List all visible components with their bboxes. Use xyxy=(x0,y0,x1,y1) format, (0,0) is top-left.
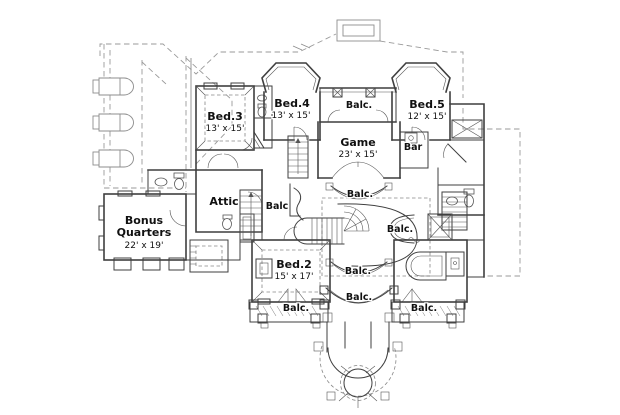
room-label-bed3: Bed.3 xyxy=(207,110,243,123)
room-dims-bonus: 22' x 19' xyxy=(125,241,164,251)
sink-fixture xyxy=(446,196,458,206)
balcony-bed2 xyxy=(248,299,330,329)
attic-staircase xyxy=(185,153,263,261)
sink-fixture xyxy=(154,177,168,187)
turret-stair-tower xyxy=(313,321,403,408)
room-label-game: Game xyxy=(340,136,375,149)
room-label-bonus-line2: Quarters xyxy=(117,226,172,239)
master-bathroom xyxy=(393,237,485,303)
balcony-label-stair-right: Balc. xyxy=(387,224,413,235)
balcony-bath xyxy=(390,299,466,329)
hall-bathroom xyxy=(222,213,255,243)
right-staircase xyxy=(441,191,468,231)
room-bonus-quarters xyxy=(98,190,187,271)
balcony-label-stair-bottom: Balc. xyxy=(345,266,371,277)
balcony-label-upper-terrace: Balc. xyxy=(346,100,372,111)
room-label-bar: Bar xyxy=(404,142,423,153)
room-attic xyxy=(147,149,263,233)
room-bed5 xyxy=(391,62,451,141)
room-bar xyxy=(399,131,429,169)
room-label-bonus-line1: Bonus xyxy=(125,214,164,227)
room-label-attic: Attic xyxy=(209,195,238,208)
roofline-break-mark xyxy=(292,43,311,51)
chimney-top xyxy=(336,19,381,42)
room-dims-bed4: 13' x 15' xyxy=(272,111,311,121)
fireplace xyxy=(255,258,273,279)
room-dims-bed3: 13' x 15' xyxy=(206,124,245,134)
balcony-label-bed2: Balc. xyxy=(283,303,309,314)
lower-porch-roof xyxy=(189,239,229,273)
room-dims-bed5: 12' x 15' xyxy=(408,112,447,122)
bathroom-upper-left xyxy=(253,85,273,149)
balcony-label-center-bow: Balc. xyxy=(346,292,372,303)
grand-staircase xyxy=(289,182,431,277)
toilet-fixture xyxy=(222,218,232,230)
room-label-bed5: Bed.5 xyxy=(409,98,445,111)
sink-fixture xyxy=(257,94,267,102)
balcony-label-stair-top: Balc. xyxy=(347,189,373,200)
toilet-fixture xyxy=(174,178,184,190)
balcony-upper-terrace xyxy=(319,87,397,123)
balcony-label-stair-left: Balc xyxy=(266,201,289,212)
room-dims-bed2: 15' x 17' xyxy=(275,272,314,282)
room-label-bed2: Bed.2 xyxy=(276,258,312,271)
turret-center-circle xyxy=(343,368,373,398)
bathtub-fixture xyxy=(405,251,447,281)
room-dims-game: 23' x 15' xyxy=(339,150,378,160)
left-dormers xyxy=(92,77,134,168)
balcony-label-bath: Balc. xyxy=(411,303,437,314)
back-staircase xyxy=(287,135,309,179)
room-label-bed4: Bed.4 xyxy=(274,97,310,110)
labels: Bed.3 13' x 15' Bed.4 13' x 15' Balc. Be… xyxy=(115,96,447,315)
right-wing xyxy=(437,103,485,278)
